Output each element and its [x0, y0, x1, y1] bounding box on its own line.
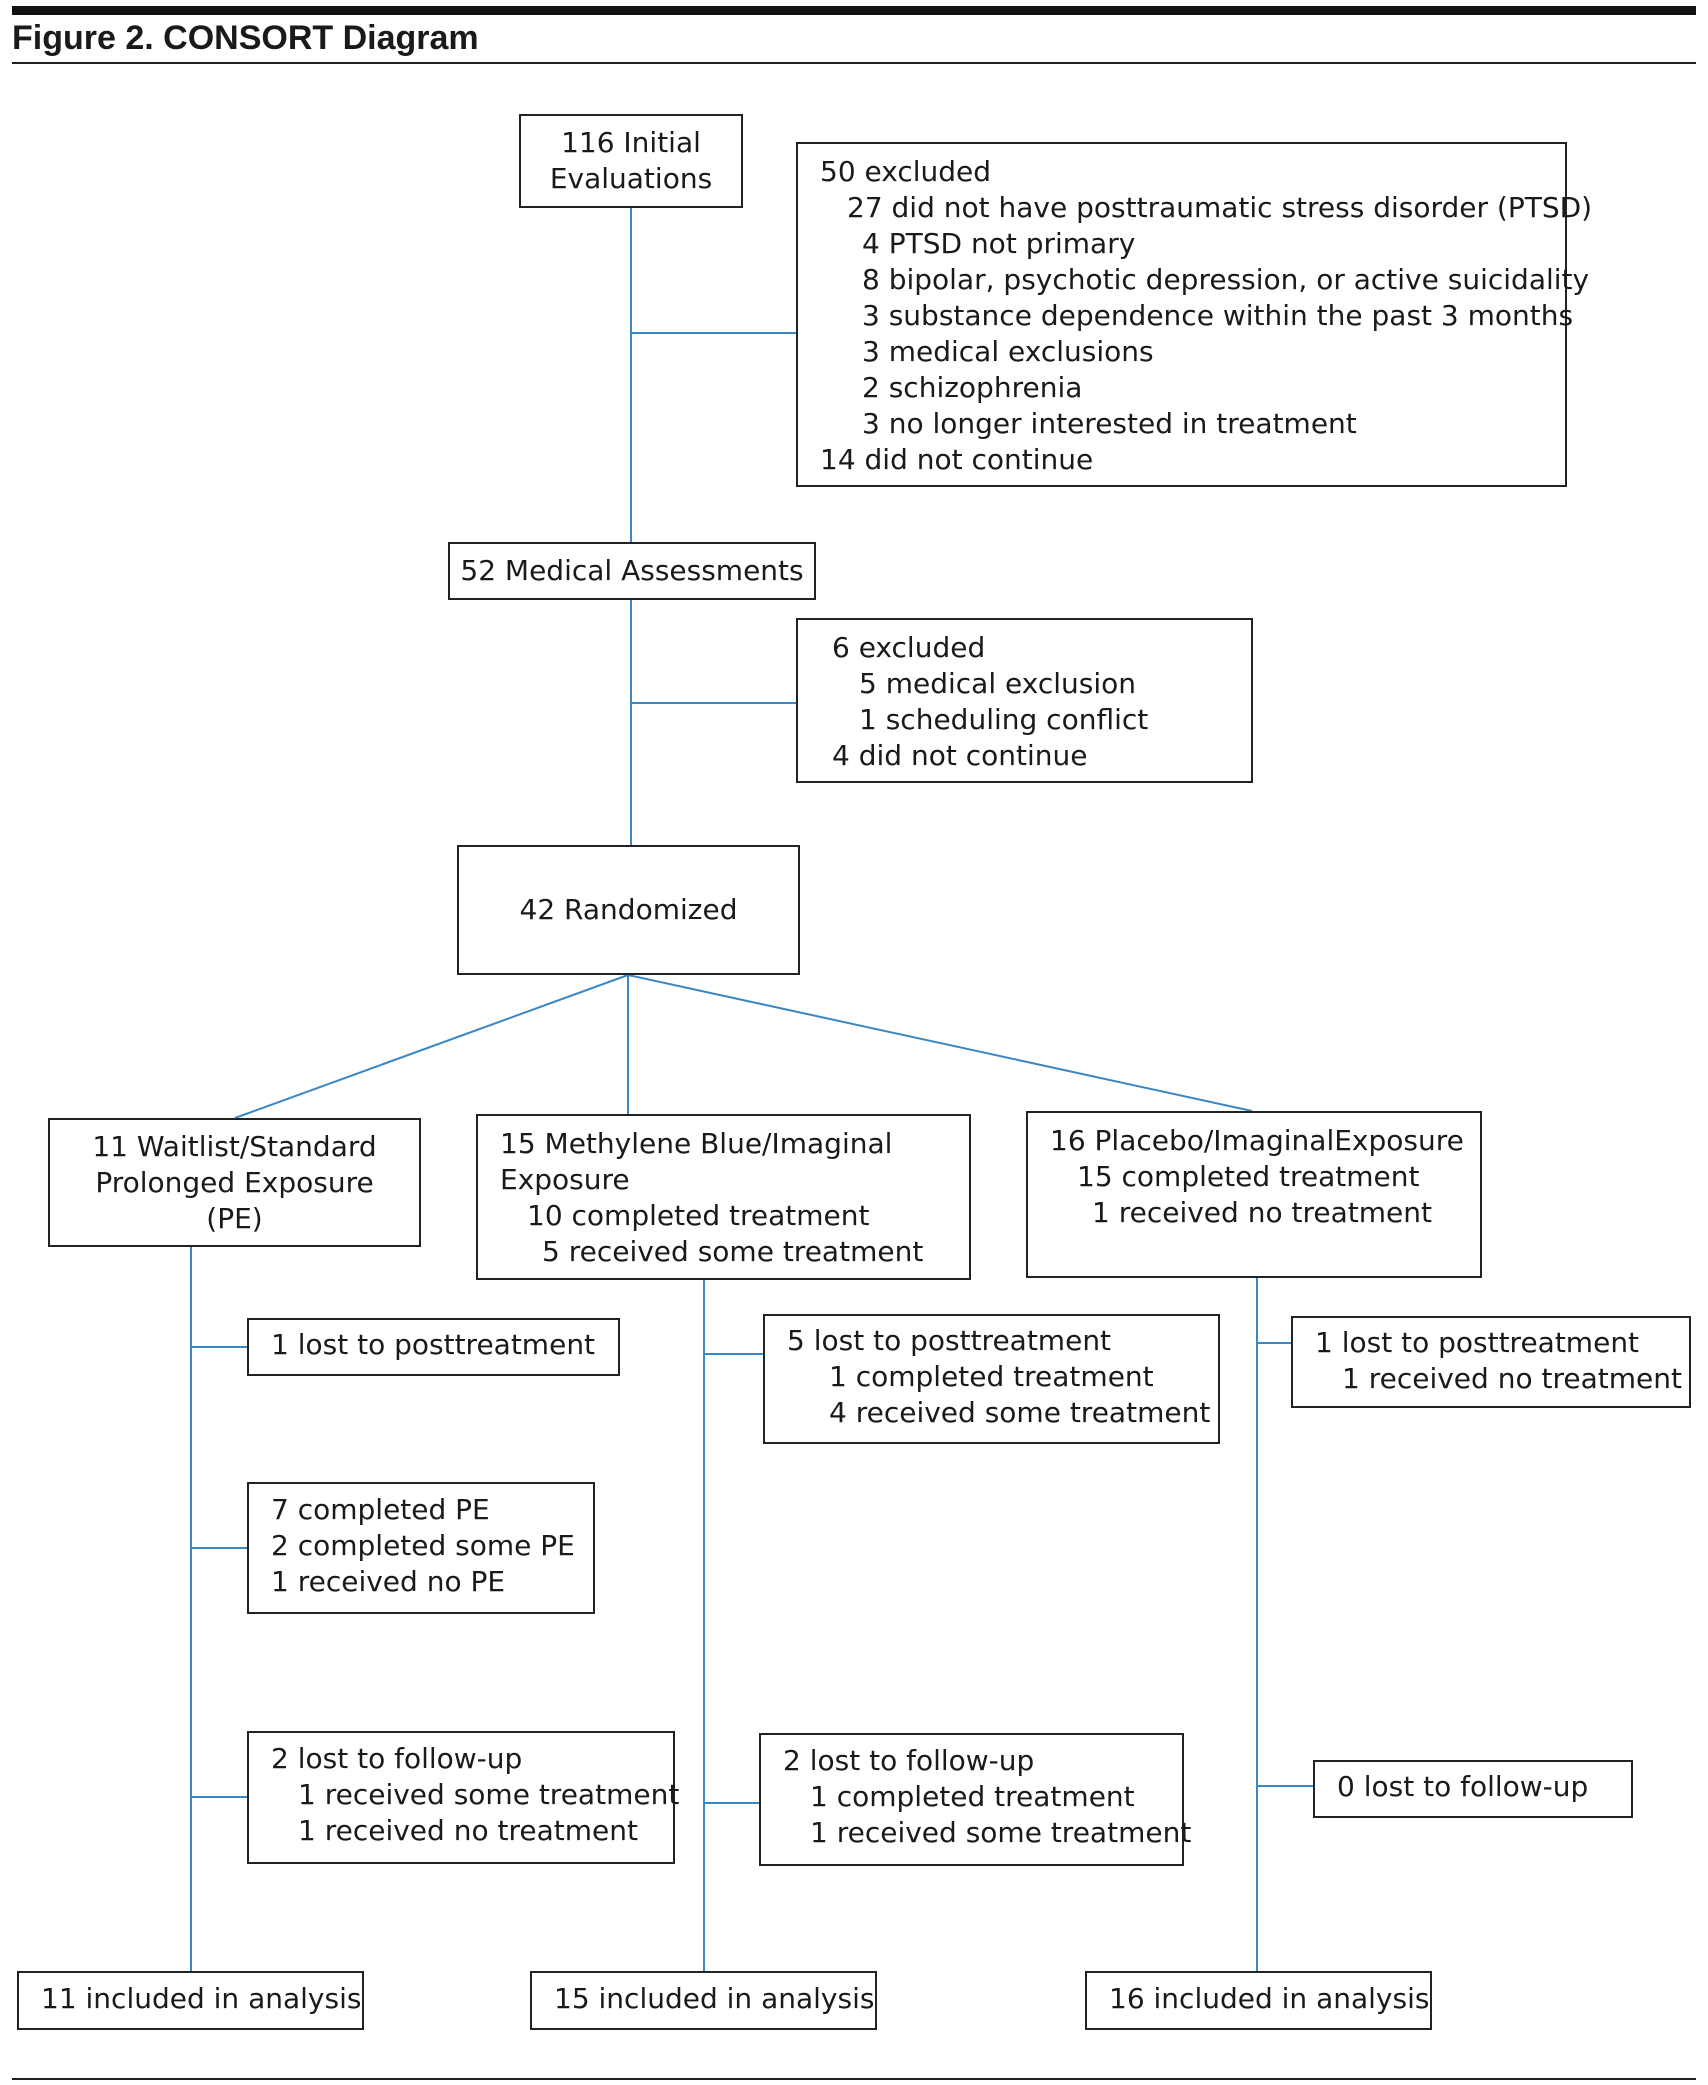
- box-line: (PE): [206, 1201, 263, 1235]
- box-line: 15 included in analysis: [554, 1982, 875, 2015]
- box-line: 8 bipolar, psychotic depression, or acti…: [862, 263, 1590, 296]
- box-line: 16 included in analysis: [1109, 1982, 1430, 2015]
- box-line: 11 included in analysis: [41, 1982, 362, 2015]
- box-line: 2 lost to follow-up: [783, 1744, 1035, 1777]
- box-line: 11 Waitlist/Standard: [92, 1129, 377, 1163]
- box-line: 4 PTSD not primary: [862, 227, 1136, 260]
- box-line: 1 received some treatment: [810, 1816, 1192, 1849]
- box-line: 0 lost to follow-up: [1337, 1770, 1589, 1803]
- box-line: 16 Placebo/ImaginalExposure: [1050, 1124, 1464, 1157]
- arm1-allocation-box: 11 Waitlist/Standard Prolonged Exposure …: [48, 1118, 421, 1247]
- excluded-box-2: 6 excluded 5 medical exclusion 1 schedul…: [796, 618, 1253, 783]
- box-line: 1 completed treatment: [829, 1360, 1154, 1393]
- box-line: 1 received no PE: [271, 1565, 506, 1598]
- box-line: 5 lost to posttreatment: [787, 1324, 1112, 1357]
- box-line: 116 Initial: [561, 126, 701, 159]
- arm2-posttreatment-box: 5 lost to posttreatment 1 completed trea…: [763, 1314, 1220, 1444]
- box-line: 7 completed PE: [271, 1493, 490, 1526]
- top-rule: [12, 6, 1696, 15]
- box-line: 42 Randomized: [519, 893, 738, 926]
- randomized-box: 42 Randomized: [457, 845, 800, 975]
- arm2-analysis-box: 15 included in analysis: [530, 1971, 877, 2030]
- box-line: 2 lost to follow-up: [271, 1742, 523, 1775]
- box-line: 2 completed some PE: [271, 1529, 575, 1562]
- box-line: 3 medical exclusions: [862, 335, 1154, 368]
- bottom-rule: [12, 2078, 1696, 2080]
- arm3-allocation-box: 16 Placebo/ImaginalExposure 15 completed…: [1026, 1111, 1482, 1278]
- initial-evaluations-box: 116 Initial Evaluations: [519, 114, 743, 208]
- box-line: 1 lost to posttreatment: [271, 1328, 596, 1361]
- arm3-analysis-box: 16 included in analysis: [1085, 1971, 1432, 2030]
- box-line: Prolonged Exposure: [95, 1165, 374, 1199]
- box-line: 14 did not continue: [820, 443, 1094, 476]
- arm1-analysis-box: 11 included in analysis: [17, 1971, 364, 2030]
- box-line: 1 received no treatment: [1092, 1196, 1432, 1229]
- connector-line: [234, 974, 629, 1119]
- arm2-allocation-box: 15 Methylene Blue/Imaginal Exposure 10 c…: [476, 1114, 971, 1280]
- arm1-followup-box: 2 lost to follow-up 1 received some trea…: [247, 1731, 680, 1864]
- box-line: 3 no longer interested in treatment: [862, 407, 1357, 440]
- box-line: 1 lost to posttreatment: [1315, 1326, 1640, 1359]
- box-line: 2 schizophrenia: [862, 371, 1083, 404]
- arm1-posttreatment-box: 1 lost to posttreatment: [247, 1318, 620, 1376]
- box-line: 27 did not have posttraumatic stress dis…: [847, 191, 1593, 224]
- box-line: 6 excluded: [832, 631, 986, 664]
- figure-title: Figure 2. CONSORT Diagram: [12, 19, 479, 57]
- box-line: Exposure: [500, 1163, 630, 1196]
- arm3-followup-box: 0 lost to follow-up: [1313, 1760, 1633, 1818]
- box-line: 52 Medical Assessments: [460, 554, 804, 587]
- box-line: 5 medical exclusion: [859, 667, 1136, 700]
- box-line: 1 completed treatment: [810, 1780, 1135, 1813]
- arm3-posttreatment-box: 1 lost to posttreatment 1 received no tr…: [1291, 1316, 1691, 1408]
- excluded-box-1: 50 excluded 27 did not have posttraumati…: [796, 142, 1593, 487]
- arm1-treatment-summary-box: 7 completed PE 2 completed some PE 1 rec…: [247, 1482, 595, 1614]
- box-line: Evaluations: [549, 162, 713, 195]
- box-line: 1 received no treatment: [1342, 1362, 1682, 1395]
- box-line: 15 completed treatment: [1077, 1160, 1420, 1193]
- box-line: 1 scheduling conflict: [859, 703, 1149, 736]
- box-line: 4 did not continue: [832, 739, 1088, 772]
- medical-assessments-box: 52 Medical Assessments: [448, 542, 816, 600]
- box-line: 10 completed treatment: [527, 1199, 870, 1232]
- box-line: 3 substance dependence within the past 3…: [862, 299, 1574, 332]
- connector-line: [627, 974, 1253, 1112]
- box-line: 15 Methylene Blue/Imaginal: [500, 1127, 893, 1160]
- title-underline: [12, 62, 1696, 64]
- box-line: 4 received some treatment: [829, 1396, 1211, 1429]
- box-line: 1 received no treatment: [298, 1814, 638, 1847]
- box-line: 1 received some treatment: [298, 1778, 680, 1811]
- box-line: 50 excluded: [820, 155, 992, 188]
- arm2-followup-box: 2 lost to follow-up 1 completed treatmen…: [759, 1733, 1192, 1866]
- box-line: 5 received some treatment: [542, 1235, 924, 1268]
